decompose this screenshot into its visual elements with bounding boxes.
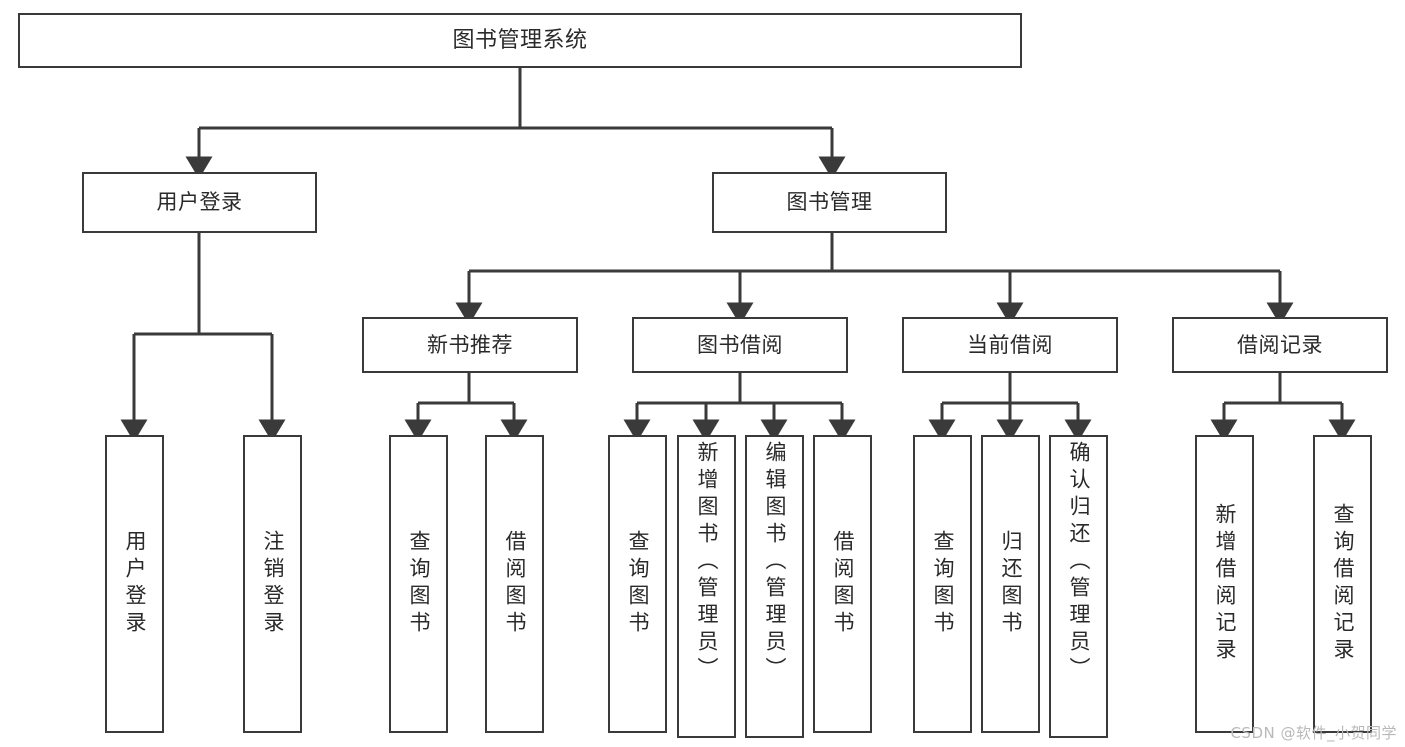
node-label: 确认归还（管理员）	[1067, 441, 1091, 684]
leaf-add-book-admin[interactable]: 新增图书（管理员）	[677, 435, 736, 738]
node-label: 用户登录	[123, 530, 147, 638]
node-label: 查询图书	[626, 530, 650, 638]
node-label: 注销登录	[261, 530, 285, 638]
node-current-borrow[interactable]: 当前借阅	[902, 317, 1118, 373]
leaf-borrow-book[interactable]: 借阅图书	[813, 435, 872, 733]
node-label: 编辑图书（管理员）	[763, 441, 787, 684]
node-label: 查询图书	[407, 530, 431, 638]
leaf-confirm-return-admin[interactable]: 确认归还（管理员）	[1049, 435, 1108, 738]
leaf-return-book[interactable]: 归还图书	[981, 435, 1040, 733]
leaf-borrow-book-recommend[interactable]: 借阅图书	[485, 435, 544, 733]
leaf-add-borrow-record[interactable]: 新增借阅记录	[1195, 435, 1254, 733]
node-label: 当前借阅	[967, 332, 1053, 357]
leaf-user-logout[interactable]: 注销登录	[243, 435, 302, 733]
leaf-query-book-recommend[interactable]: 查询图书	[389, 435, 448, 733]
node-label: 查询图书	[931, 530, 955, 638]
node-label: 新增图书（管理员）	[695, 441, 719, 684]
node-label: 借阅记录	[1237, 332, 1323, 357]
node-book-borrow[interactable]: 图书借阅	[632, 317, 848, 373]
node-label: 用户登录	[156, 190, 243, 215]
node-label: 归还图书	[999, 530, 1023, 638]
node-label: 新增借阅记录	[1213, 503, 1237, 665]
node-label: 图书管理	[786, 190, 873, 215]
node-label: 图书管理系统	[452, 27, 588, 53]
leaf-user-login[interactable]: 用户登录	[105, 435, 164, 733]
node-label: 查询借阅记录	[1331, 503, 1355, 665]
leaf-query-book-current[interactable]: 查询图书	[913, 435, 972, 733]
node-new-book-recommend[interactable]: 新书推荐	[362, 317, 578, 373]
node-root-system[interactable]: 图书管理系统	[18, 13, 1022, 68]
leaf-query-book-borrow[interactable]: 查询图书	[608, 435, 667, 733]
node-borrow-record[interactable]: 借阅记录	[1172, 317, 1388, 373]
watermark-text: CSDN @软件_小贺同学	[1230, 724, 1397, 742]
node-label: 借阅图书	[503, 530, 527, 638]
node-book-management[interactable]: 图书管理	[712, 172, 947, 233]
leaf-query-borrow-record[interactable]: 查询借阅记录	[1313, 435, 1372, 733]
node-label: 图书借阅	[697, 332, 783, 357]
leaf-edit-book-admin[interactable]: 编辑图书（管理员）	[745, 435, 804, 738]
node-label: 借阅图书	[831, 530, 855, 638]
node-label: 新书推荐	[427, 332, 513, 357]
node-user-login[interactable]: 用户登录	[82, 172, 317, 233]
